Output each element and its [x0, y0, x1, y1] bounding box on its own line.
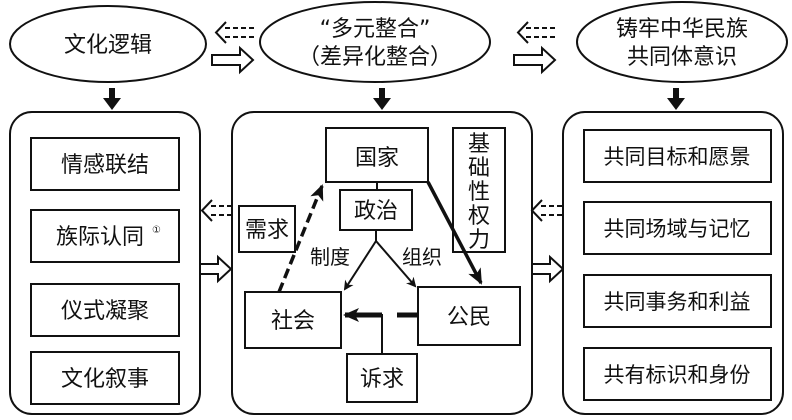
- ellipse-community-line2: 共同体意识: [627, 45, 737, 70]
- dashed-left-hollow-arrow-icon-3: [200, 199, 232, 222]
- ellipse-cultural-logic-label: 文化逻辑: [64, 33, 152, 58]
- left-item-1-label: 情感联结: [61, 153, 149, 178]
- infrastructural-power-char: 基: [468, 132, 490, 157]
- down-arrow-icon-center: [373, 88, 391, 110]
- footnote-mark: ①: [152, 225, 161, 236]
- right-item-3: 共同事务和利益: [583, 274, 772, 328]
- right-item-2: 共同场域与记忆: [583, 201, 772, 255]
- appeal-label: 诉求: [360, 367, 404, 392]
- right-item-1: 共同目标和愿景: [583, 129, 772, 183]
- infrastructural-power-box: 基 础 性 权 力: [452, 127, 506, 253]
- infrastructural-power-char: 力: [468, 228, 490, 253]
- dashed-left-hollow-arrow-icon-4: [530, 199, 562, 222]
- down-arrow-icon-right: [667, 88, 685, 110]
- society-label: 社会: [271, 309, 315, 334]
- ellipse-community-consciousness: 铸牢中华民族 共同体意识: [576, 1, 788, 83]
- politics-box: 政治: [339, 189, 413, 231]
- left-item-1: 情感联结: [30, 137, 180, 191]
- dashed-left-hollow-arrow-icon: [214, 21, 254, 44]
- left-item-3-label: 仪式凝聚: [61, 299, 149, 324]
- institution-arrow: [343, 240, 377, 291]
- ellipse-community-line1: 铸牢中华民族: [616, 17, 748, 42]
- state-box: 国家: [325, 127, 429, 183]
- left-item-4: 文化叙事: [30, 351, 180, 405]
- organization-arrow: [375, 240, 417, 288]
- society-box: 社会: [244, 291, 342, 349]
- right-item-4: 共有标识和身份: [583, 347, 772, 401]
- solid-right-hollow-arrow-icon: [211, 45, 255, 75]
- infrastructural-power-char: 权: [468, 204, 490, 229]
- right-item-4-label: 共有标识和身份: [604, 363, 751, 387]
- demand-box: 需求: [238, 205, 296, 253]
- left-item-4-label: 文化叙事: [61, 367, 149, 392]
- solid-right-hollow-arrow-icon-3: [199, 254, 233, 284]
- institution-label: 制度: [310, 245, 350, 269]
- left-item-2: 族际认同 ①: [30, 209, 180, 263]
- down-arrow-icon-left: [103, 88, 121, 110]
- politics-label: 政治: [354, 199, 398, 224]
- infrastructural-power-char: 础: [468, 156, 490, 181]
- ellipse-multi-integration-line2: （差异化整合）: [298, 45, 452, 70]
- ellipse-multi-integration-line1: “多元整合”: [320, 17, 431, 42]
- right-item-2-label: 共同场域与记忆: [604, 217, 751, 241]
- right-panel: [562, 111, 784, 415]
- right-item-1-label: 共同目标和愿景: [604, 145, 751, 169]
- state-label: 国家: [355, 146, 399, 171]
- citizen-box: 公民: [417, 286, 521, 346]
- right-item-3-label: 共同事务和利益: [604, 290, 751, 314]
- society-to-state-dashed-arrow: [277, 184, 324, 293]
- solid-right-hollow-arrow-icon-2: [513, 45, 557, 75]
- ellipse-multi-integration: “多元整合” （差异化整合）: [259, 1, 491, 83]
- infrastructural-power-char: 性: [468, 180, 490, 205]
- dashed-left-hollow-arrow-icon-2: [516, 21, 555, 44]
- state-to-citizen-arrow: [426, 181, 483, 285]
- left-item-2-label: 族际认同: [56, 225, 144, 250]
- organization-label: 组织: [402, 245, 442, 269]
- left-item-3: 仪式凝聚: [30, 283, 180, 337]
- demand-label: 需求: [245, 218, 289, 243]
- appeal-box: 诉求: [346, 353, 418, 403]
- ellipse-cultural-logic: 文化逻辑: [9, 5, 207, 83]
- citizen-label: 公民: [447, 305, 491, 330]
- solid-right-hollow-arrow-icon-4: [531, 254, 565, 284]
